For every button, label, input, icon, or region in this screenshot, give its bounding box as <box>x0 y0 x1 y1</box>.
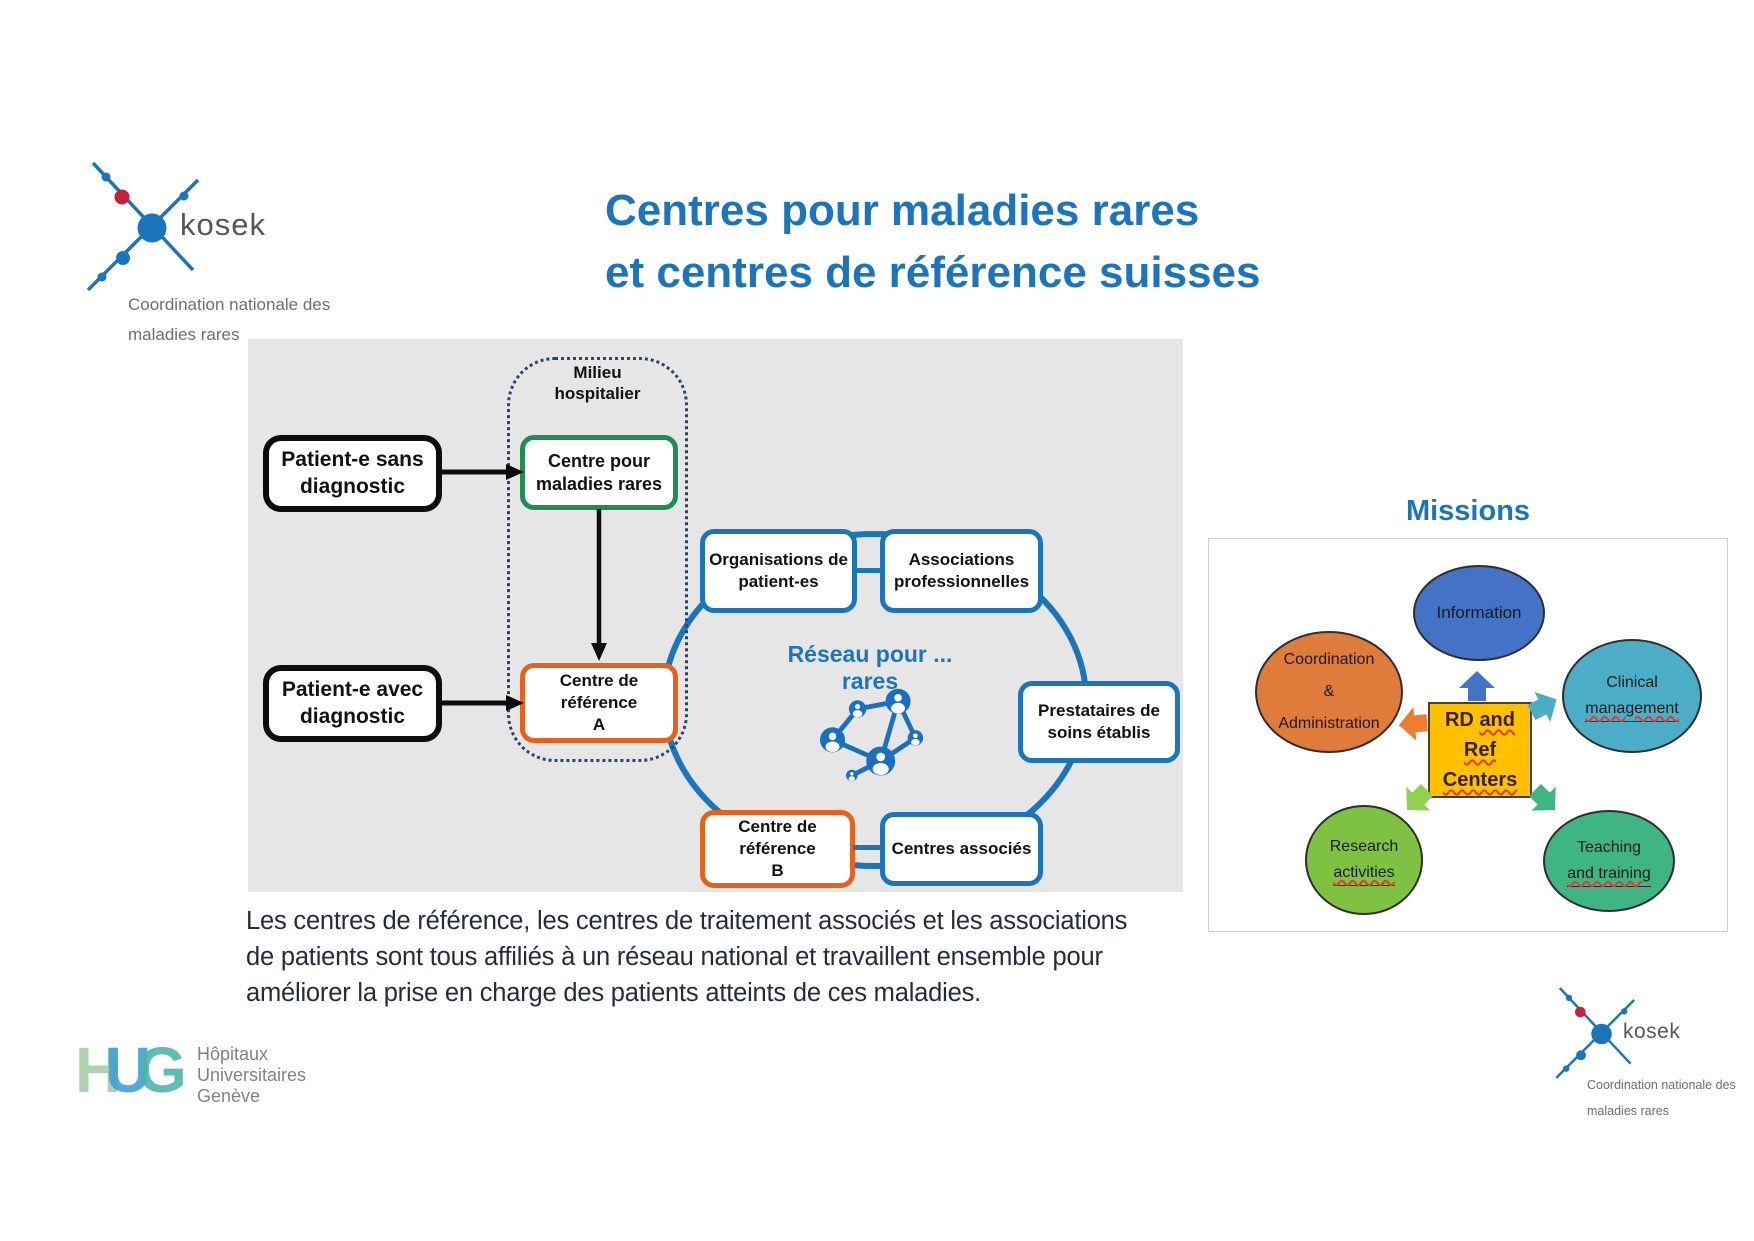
centre-maladies-rares-box: Centre pour maladies rares <box>520 435 678 510</box>
missions-research-oval: Research activities <box>1305 805 1423 915</box>
arrow-down-teaching-icon <box>1528 783 1556 811</box>
connector-b-associes <box>853 845 882 850</box>
rd-line2: Ref <box>1463 739 1497 761</box>
arrow-left-coordination-icon <box>1398 706 1428 741</box>
caption-line: de patients sont tous affiliés à un rése… <box>246 943 1103 971</box>
patient-avec-diagnostic-box: Patient-e avec diagnostic <box>263 665 442 742</box>
caption-line: améliorer la prise en charge des patient… <box>246 979 982 1007</box>
missions-title: Missions <box>1405 495 1531 527</box>
kosek-logo-bottom-icon <box>1555 987 1635 1079</box>
missions-rd-ref-centers-box: RD and Ref Centers <box>1428 702 1532 798</box>
research-label-line1: Research <box>1329 837 1399 855</box>
arrow-right-clinical-icon <box>1527 691 1557 722</box>
milieu-hospitalier-container <box>507 357 688 762</box>
missions-coordination-oval: Coordination & Administration <box>1255 631 1403 753</box>
clinical-label-line1: Clinical <box>1606 673 1658 691</box>
missions-information-oval: Information <box>1413 565 1545 661</box>
milieu-hospitalier-label: Milieu hospitalier <box>554 363 641 404</box>
caption-text: Les centres de référence, les centres de… <box>246 903 1127 1011</box>
hug-letter-u: U <box>105 1034 152 1106</box>
network-people-icon <box>820 688 924 782</box>
organisations-patients-box: Organisations de patient-es <box>700 529 857 613</box>
arrow-up-information-icon <box>1459 671 1495 701</box>
kosek-logo-icon <box>86 161 200 292</box>
hug-letter-h: H <box>75 1034 122 1106</box>
missions-teaching-oval: Teaching and training <box>1543 810 1675 912</box>
kosek-logo-bottom-wordmark: kosek <box>1623 1020 1681 1043</box>
centres-associes-box: Centres associés <box>880 812 1043 886</box>
rd-line3: Centers <box>1442 769 1518 791</box>
caption-line: Les centres de référence, les centres de… <box>246 907 1128 935</box>
associations-professionnelles-box: Associations professionnelles <box>880 529 1043 613</box>
page-title-line1: Centres pour maladies rares <box>605 186 1200 235</box>
centre-reference-a-box: Centre de référence A <box>520 663 678 743</box>
clinical-label-line2: management <box>1585 696 1679 723</box>
reseau-label: Réseau pour ... rares <box>787 641 953 694</box>
research-label-line2: activities <box>1333 860 1395 887</box>
rd-line1: RD and <box>1445 705 1515 735</box>
rd-word-and: and <box>1479 709 1515 731</box>
hug-letter-g: G <box>137 1034 187 1106</box>
arrow-centre-to-reference <box>591 509 607 661</box>
patient-sans-diagnostic-box: Patient-e sans diagnostic <box>263 435 442 512</box>
page-title-line2: et centres de référence suisses <box>605 248 1261 298</box>
hug-logo-icon: H U G <box>75 1038 195 1102</box>
page-title: Centres pour maladies rares et centres d… <box>605 180 1261 305</box>
rd-word: RD <box>1444 709 1480 731</box>
kosek-logo-wordmark: kosek <box>180 207 266 242</box>
arrow-down-research-icon <box>1406 783 1434 811</box>
prestataires-soins-box: Prestataires de soins établis <box>1018 681 1180 763</box>
kosek-logo-bottom-subtitle: Coordination nationale des maladies rare… <box>1587 1078 1736 1119</box>
arrow-sans-to-centre <box>438 464 524 480</box>
arrow-avec-to-reference <box>438 695 524 711</box>
teaching-label-line2: and training <box>1567 861 1651 888</box>
missions-clinical-oval: Clinical management <box>1562 639 1702 753</box>
hug-logo-text: Hôpitaux Universitaires Genève <box>197 1044 307 1106</box>
flow-diagram-panel <box>248 339 1183 892</box>
centre-reference-b-box: Centre de référence B <box>700 810 855 888</box>
connector-organisations-associations <box>855 568 882 573</box>
kosek-logo-subtitle: Coordination nationale des maladies rare… <box>128 295 331 344</box>
teaching-label-line1: Teaching <box>1576 838 1642 856</box>
